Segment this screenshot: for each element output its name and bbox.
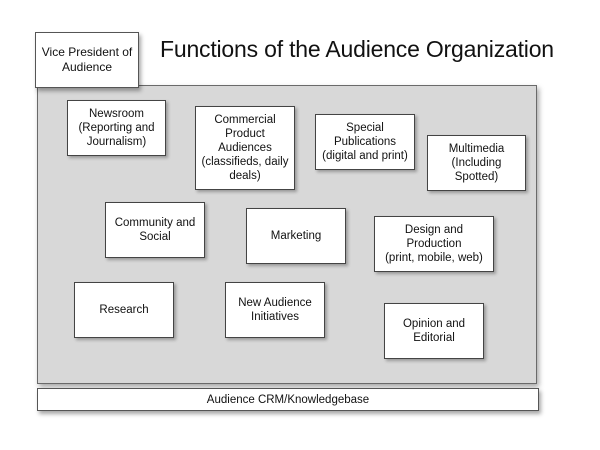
function-research: Research <box>74 282 174 338</box>
function-commercial-product-audiences: Commercial Product Audiences (classified… <box>195 106 295 190</box>
function-marketing: Marketing <box>246 208 346 264</box>
function-special-publications: Special Publications (digital and print) <box>315 114 415 170</box>
function-new-audience-initiatives: New Audience Initiatives <box>225 282 325 338</box>
audience-crm-bar: Audience CRM/Knowledgebase <box>37 388 539 411</box>
vp-audience-box: Vice President of Audience <box>35 32 139 88</box>
function-newsroom: Newsroom (Reporting and Journalism) <box>67 100 166 156</box>
vp-audience-label: Vice President of Audience <box>41 45 133 74</box>
functions-panel: Newsroom (Reporting and Journalism) Comm… <box>37 85 537 384</box>
function-community-and-social: Community and Social <box>105 202 205 258</box>
function-multimedia: Multimedia (Including Spotted) <box>427 135 526 191</box>
diagram-title: Functions of the Audience Organization <box>160 36 554 62</box>
function-design-and-production: Design and Production (print, mobile, we… <box>374 216 494 272</box>
function-opinion-and-editorial: Opinion and Editorial <box>384 303 484 359</box>
